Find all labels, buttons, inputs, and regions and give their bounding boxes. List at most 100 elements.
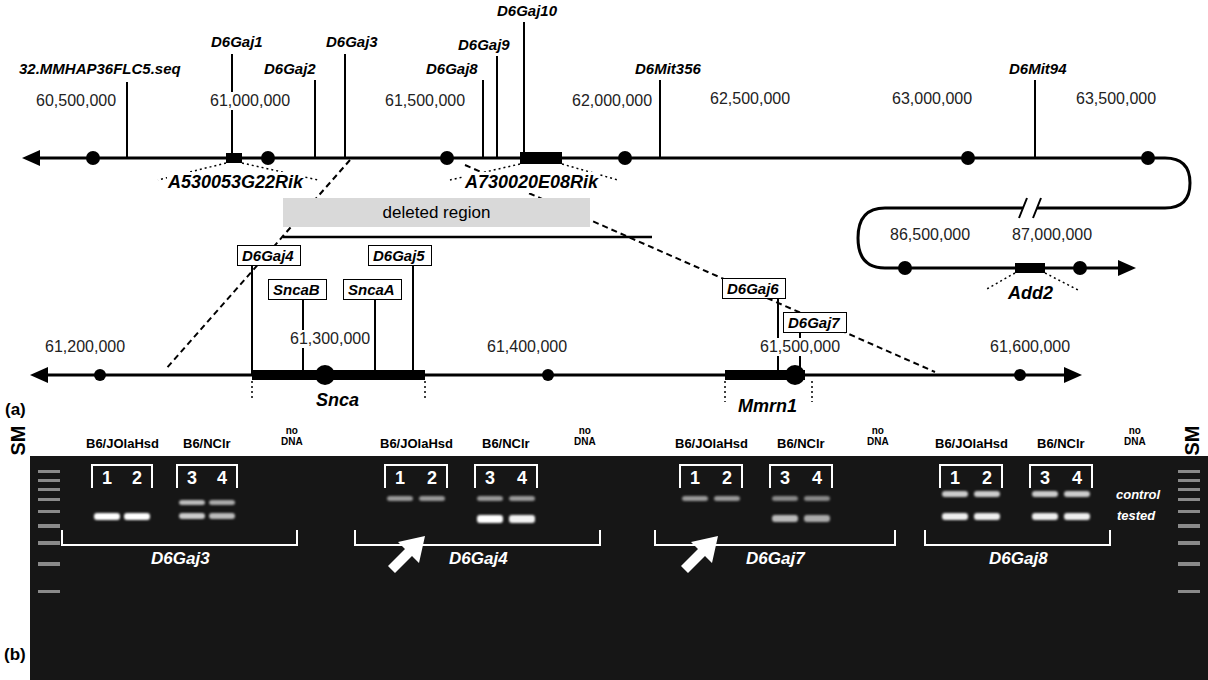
marker-bracket: [62, 530, 1110, 545]
dna-band: [1032, 513, 1058, 520]
marker-label: D6Gaj1: [210, 33, 264, 50]
ladder-band: [38, 488, 60, 491]
marker-label: D6Gaj2: [263, 60, 317, 77]
position-dot: [86, 151, 100, 165]
pointer-arrow: [681, 536, 718, 573]
lane-number: 3: [1040, 468, 1050, 489]
lane-number: 2: [427, 468, 437, 489]
marker-tick: [127, 22, 1035, 158]
dna-band: [209, 500, 235, 505]
arrow-head: [22, 150, 40, 166]
marker-label: D6Gaj3: [325, 33, 379, 50]
size-marker-ladder: [38, 470, 1200, 593]
zoom-line: [165, 160, 935, 372]
band-label: tested: [1117, 509, 1155, 524]
deleted-region-bar: deleted region: [283, 198, 590, 227]
position-dot: [1014, 369, 1026, 381]
position-dot: [440, 151, 454, 165]
lane-number: 3: [485, 468, 495, 489]
dna-band: [509, 496, 535, 501]
lane-number: 3: [780, 468, 790, 489]
strain-label: B6/NClr: [1037, 437, 1085, 452]
strain-label: B6/NClr: [482, 437, 530, 452]
ladder-band: [1178, 479, 1200, 482]
marker-label: D6Gaj9: [457, 36, 511, 53]
arrow-head: [1118, 260, 1136, 276]
dna-band: [682, 496, 708, 501]
gene-label: A530053G22Rik: [167, 172, 304, 193]
ladder-band: [38, 541, 60, 545]
box-text: deleted region: [383, 203, 491, 223]
gene-label: A730020E08Rik: [464, 172, 599, 193]
gene-label: Add2: [1007, 283, 1054, 304]
position-dot: [785, 365, 805, 385]
position-number: 61,000,000: [209, 92, 291, 110]
dna-band: [94, 513, 120, 520]
dna-band: [179, 500, 205, 505]
gel-marker-label: D6Gaj8: [989, 549, 1048, 569]
lane-number: 2: [132, 468, 142, 489]
gene-label: Snca: [315, 390, 360, 411]
dna-band: [804, 496, 830, 501]
strain-label: B6/JOlaHsd: [935, 437, 1008, 452]
dna-band: [509, 515, 535, 523]
dna-band: [974, 513, 1000, 520]
box-text: D6Gaj4: [242, 247, 294, 264]
panel-letter: (b): [4, 645, 26, 665]
ladder-band: [38, 590, 60, 593]
lane-number: 1: [950, 468, 960, 489]
box-text: D6Gaj5: [373, 247, 425, 264]
position-dot: [618, 151, 632, 165]
ladder-band: [38, 510, 60, 513]
control-lane-label: no DNA: [574, 425, 596, 447]
ladder-band: [1178, 510, 1200, 513]
dna-band: [772, 515, 798, 522]
region-line: [283, 236, 652, 239]
box-text: SncaB: [273, 281, 320, 298]
position-number: 86,500,000: [889, 226, 971, 244]
dna-band: [942, 491, 968, 497]
dna-band: [477, 515, 503, 523]
dna-band: [1064, 491, 1090, 497]
position-number: 61,600,000: [989, 338, 1071, 356]
position-number: 61,400,000: [486, 338, 568, 356]
box-text: D6Gaj7: [788, 314, 840, 331]
dna-band: [974, 491, 1000, 497]
pointer-arrow: [388, 536, 425, 573]
position-dot: [94, 369, 106, 381]
marker-label: 32.MMHAP36FLC5.seq: [18, 60, 182, 77]
marker-box: D6Gaj5: [368, 245, 432, 266]
marker-box: D6Gaj4: [237, 245, 301, 266]
gene-box: [226, 153, 242, 163]
strain-label: B6/JOlaHsd: [380, 437, 453, 452]
position-number: 63,500,000: [1075, 90, 1157, 108]
lane-number: 4: [812, 468, 822, 489]
box-text: SncaA: [348, 281, 395, 298]
position-dot: [1141, 151, 1155, 165]
marker-label: D6Gaj10: [496, 2, 558, 19]
dna-band: [387, 496, 413, 501]
marker-label: D6Mit356: [634, 60, 702, 77]
lane-number: 1: [395, 468, 405, 489]
control-lane-label: no DNA: [867, 425, 889, 447]
ladder-band: [1178, 541, 1200, 545]
lane-number: 2: [722, 468, 732, 489]
lane-number: 2: [982, 468, 992, 489]
gel-marker-label: D6Gaj4: [449, 549, 508, 569]
strain-label: B6/NClr: [183, 437, 231, 452]
position-dot: [315, 365, 335, 385]
position-number: 61,500,000: [759, 338, 841, 356]
lane-number: 4: [517, 468, 527, 489]
control-lane-label: no DNA: [281, 425, 303, 447]
size-marker-label: SM: [1181, 425, 1204, 455]
position-number: 61,500,000: [384, 92, 466, 110]
gene-label: Mmrn1: [737, 396, 798, 417]
dna-band: [179, 513, 205, 519]
ladder-band: [1178, 524, 1200, 528]
dna-band: [124, 513, 150, 520]
marker-label: D6Gaj8: [425, 60, 479, 77]
lane-bracket: [92, 465, 1092, 488]
size-marker-label: SM: [7, 425, 30, 455]
lane-number: 4: [217, 468, 227, 489]
